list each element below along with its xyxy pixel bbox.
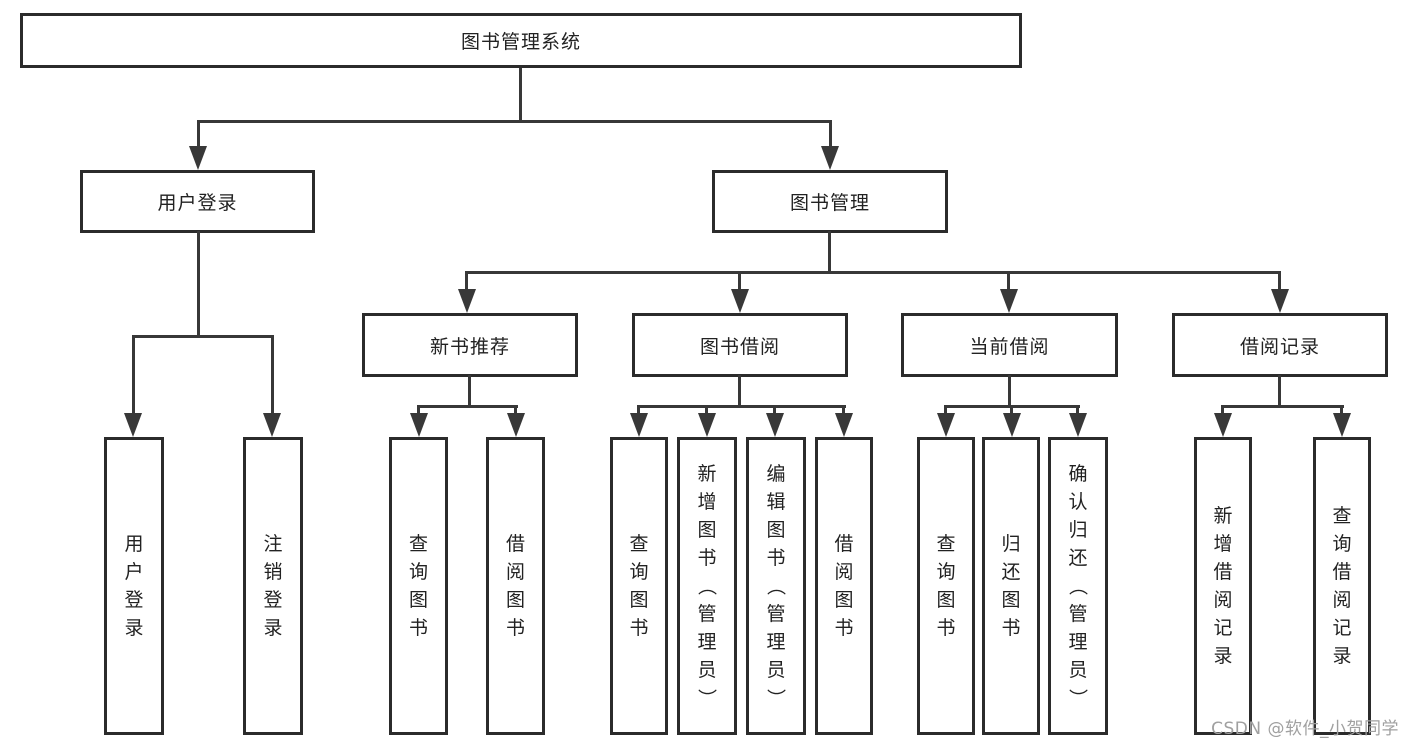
node-book-borrow-label: 图书借阅 xyxy=(699,335,780,358)
connector-drop xyxy=(637,405,640,415)
leaf-edit-books-admin-label: 编辑图书（管理员） xyxy=(764,463,787,708)
leaf-confirm-return-admin-label: 确认归还（管理员） xyxy=(1066,463,1089,708)
arrow-down-icon xyxy=(1000,289,1018,313)
connector-drop-book-borrow xyxy=(738,271,741,291)
leaf-borrow-books-2: 借阅图书 xyxy=(815,437,873,735)
arrow-down-icon xyxy=(1271,289,1289,313)
leaf-query-books-1-label: 查询图书 xyxy=(408,533,428,639)
connector-drop-current-borrow xyxy=(1007,271,1010,291)
leaf-return-books-label: 归还图书 xyxy=(1001,533,1021,639)
connector-drop-user-login xyxy=(197,120,200,148)
connector-root-stem xyxy=(519,68,522,120)
leaf-query-books-3: 查询图书 xyxy=(917,437,975,735)
connector-userlogin-hline xyxy=(132,335,274,338)
leaf-borrow-books-1: 借阅图书 xyxy=(486,437,545,735)
connector-drop-leaf-logout xyxy=(271,335,274,415)
leaf-query-borrow-record: 查询借阅记录 xyxy=(1313,437,1371,735)
node-borrow-records-label: 借阅记录 xyxy=(1239,335,1320,358)
leaf-add-books-admin: 新增图书（管理员） xyxy=(677,437,737,735)
connector-bookborrow-stem xyxy=(738,375,741,405)
connector-drop xyxy=(842,405,845,415)
arrow-down-icon xyxy=(189,146,207,170)
arrow-down-icon xyxy=(458,289,476,313)
leaf-edit-books-admin: 编辑图书（管理员） xyxy=(746,437,806,735)
leaf-logout-label: 注销登录 xyxy=(263,533,283,639)
leaf-logout: 注销登录 xyxy=(243,437,303,735)
leaf-user-login: 用户登录 xyxy=(104,437,164,735)
connector-drop-new-book xyxy=(465,271,468,291)
leaf-query-books-2-label: 查询图书 xyxy=(629,533,649,639)
node-user-login: 用户登录 xyxy=(80,170,315,233)
connector-drop xyxy=(773,405,776,415)
node-borrow-records: 借阅记录 xyxy=(1172,313,1388,377)
arrow-down-icon xyxy=(1333,413,1351,437)
connector-drop xyxy=(514,405,517,415)
node-book-management: 图书管理 xyxy=(712,170,948,233)
connector-drop xyxy=(1076,405,1079,415)
arrow-down-icon xyxy=(835,413,853,437)
node-library-system-label: 图书管理系统 xyxy=(460,31,581,53)
connector-records-hline xyxy=(1221,405,1344,408)
arrow-down-icon xyxy=(410,413,428,437)
connector-drop xyxy=(705,405,708,415)
csdn-watermark: CSDN @软件_小贺同学 xyxy=(1211,719,1399,739)
connector-drop xyxy=(1010,405,1013,415)
arrow-down-icon xyxy=(731,289,749,313)
node-current-borrow-label: 当前借阅 xyxy=(969,335,1050,358)
connector-drop-borrow-records xyxy=(1278,271,1281,291)
arrow-down-icon xyxy=(1214,413,1232,437)
leaf-borrow-books-2-label: 借阅图书 xyxy=(834,533,854,639)
node-current-borrow: 当前借阅 xyxy=(901,313,1118,377)
leaf-borrow-books-1-label: 借阅图书 xyxy=(505,533,525,639)
leaf-query-borrow-record-label: 查询借阅记录 xyxy=(1332,505,1352,667)
node-new-book-recommend-label: 新书推荐 xyxy=(429,335,510,358)
arrow-down-icon xyxy=(630,413,648,437)
connector-drop xyxy=(1221,405,1224,415)
leaf-confirm-return-admin: 确认归还（管理员） xyxy=(1048,437,1108,735)
arrow-down-icon xyxy=(263,413,281,437)
node-book-borrow: 图书借阅 xyxy=(632,313,848,377)
leaf-user-login-label: 用户登录 xyxy=(124,533,144,639)
leaf-query-books-2: 查询图书 xyxy=(610,437,668,735)
connector-newbook-hline xyxy=(417,405,518,408)
node-library-system: 图书管理系统 xyxy=(20,13,1022,68)
connector-drop-book-mgmt xyxy=(829,120,832,148)
node-new-book-recommend: 新书推荐 xyxy=(362,313,578,377)
leaf-return-books: 归还图书 xyxy=(982,437,1040,735)
arrow-down-icon xyxy=(1003,413,1021,437)
arrow-down-icon xyxy=(507,413,525,437)
connector-drop xyxy=(417,405,420,415)
connector-drop xyxy=(1340,405,1343,415)
connector-root-hline xyxy=(197,120,832,123)
leaf-add-books-admin-label: 新增图书（管理员） xyxy=(695,463,718,708)
connector-records-stem xyxy=(1278,375,1281,405)
arrow-down-icon xyxy=(937,413,955,437)
connector-bookborrow-hline xyxy=(637,405,846,408)
arrow-down-icon xyxy=(1069,413,1087,437)
arrow-down-icon xyxy=(124,413,142,437)
leaf-query-books-1: 查询图书 xyxy=(389,437,448,735)
connector-newbook-stem xyxy=(468,375,471,405)
connector-drop xyxy=(944,405,947,415)
connector-drop-leaf-login xyxy=(132,335,135,415)
leaf-add-borrow-record-label: 新增借阅记录 xyxy=(1213,505,1233,667)
connector-bookmgmt-hline xyxy=(465,271,1281,274)
leaf-query-books-3-label: 查询图书 xyxy=(936,533,956,639)
connector-userlogin-stem xyxy=(197,231,200,335)
node-user-login-label: 用户登录 xyxy=(157,192,238,214)
arrow-down-icon xyxy=(821,146,839,170)
leaf-add-borrow-record: 新增借阅记录 xyxy=(1194,437,1252,735)
connector-bookmgmt-stem xyxy=(828,231,831,271)
connector-currentborrow-stem xyxy=(1008,375,1011,405)
arrow-down-icon xyxy=(698,413,716,437)
arrow-down-icon xyxy=(766,413,784,437)
node-book-management-label: 图书管理 xyxy=(789,192,870,214)
